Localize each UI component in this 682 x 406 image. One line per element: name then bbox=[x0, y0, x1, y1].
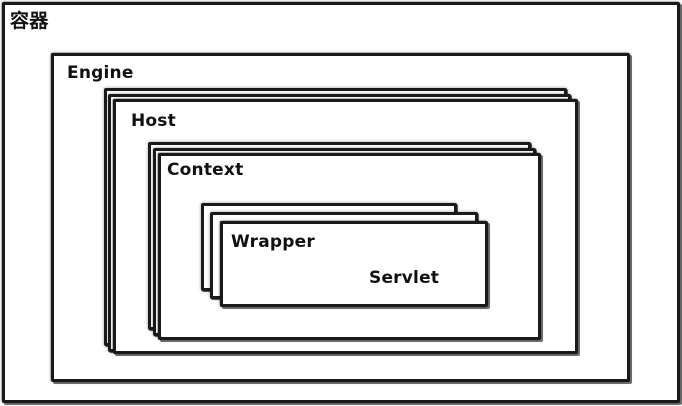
wrapper-box bbox=[220, 221, 488, 307]
engine-label: Engine bbox=[67, 63, 134, 83]
wrapper-label: Wrapper bbox=[231, 232, 315, 252]
container-label: 容器 bbox=[10, 10, 49, 32]
context-label: Context bbox=[167, 160, 244, 180]
servlet-label: Servlet bbox=[369, 268, 440, 288]
host-label: Host bbox=[131, 111, 176, 131]
